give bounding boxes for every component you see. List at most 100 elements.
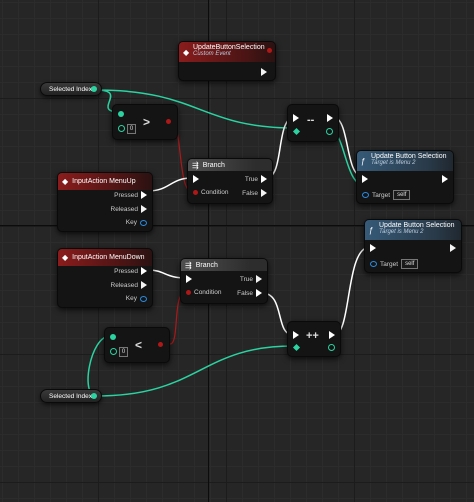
branch-bottom-header: ⇶ Branch — [181, 259, 267, 271]
less-b-value[interactable]: 0 — [119, 347, 128, 357]
input-up-released-label: Released — [110, 205, 138, 213]
decrement-out-pin[interactable] — [326, 128, 333, 135]
event-exec-out-pin[interactable] — [261, 68, 267, 76]
branch-node-bottom[interactable]: ⇶ Branch True Condition False — [180, 258, 268, 304]
decrement-exec-in-pin[interactable] — [293, 114, 299, 122]
input-down-pressed-pin[interactable] — [141, 267, 147, 275]
call-top-exec-out-pin[interactable] — [442, 175, 448, 183]
call-bottom-exec-in-pin[interactable] — [370, 244, 376, 252]
increment-operator: ++ — [306, 330, 319, 342]
decrement-node[interactable]: -- — [287, 104, 339, 142]
input-down-key-row: Key — [126, 295, 147, 302]
input-action-menuup-node[interactable]: ◆ InputAction MenuUp Pressed Released Ke… — [57, 172, 153, 232]
increment-exec-out-pin[interactable] — [329, 331, 335, 339]
branch-top-exec-in-pin[interactable] — [193, 175, 199, 183]
call-bottom-self-value[interactable]: self — [401, 259, 419, 269]
custom-event-title: UpdateButtonSelection — [193, 44, 265, 51]
input-up-title: InputAction MenuUp — [72, 178, 136, 185]
branch-top-true-pin[interactable] — [261, 175, 267, 183]
input-down-released-pin[interactable] — [141, 281, 147, 289]
less-in-b-pin[interactable] — [110, 348, 117, 355]
branch-top-false-pin[interactable] — [261, 189, 267, 197]
call-top-exec-in-pin[interactable] — [362, 175, 368, 183]
branch-bottom-condition-pin[interactable] — [186, 290, 191, 295]
input-up-header: ◆ InputAction MenuUp — [58, 173, 152, 190]
call-bottom-exec-out-pin[interactable] — [450, 244, 456, 252]
branch-bottom-exec-in-pin[interactable] — [186, 275, 192, 283]
branch-top-condition-pin[interactable] — [193, 190, 198, 195]
input-up-key-pin[interactable] — [140, 219, 147, 226]
input-down-pressed-row: Pressed — [114, 267, 147, 275]
branch-top-title: Branch — [202, 161, 225, 169]
call-bottom-header: ƒ Update Button Selection Target is Menu… — [365, 220, 461, 240]
increment-in-pin[interactable] — [292, 343, 301, 352]
custom-event-node[interactable]: ◆ UpdateButtonSelection Custom Event — [178, 41, 276, 81]
custom-event-subtitle: Custom Event — [193, 51, 231, 57]
selected-index-out-pin[interactable] — [91, 86, 97, 92]
call-top-target-label: Target — [372, 191, 391, 199]
call-bottom-target-label: Target — [380, 260, 399, 268]
branch-top-true-row: True — [245, 175, 267, 183]
increment-exec-in-pin[interactable] — [293, 331, 299, 339]
input-up-key-row: Key — [126, 219, 147, 226]
call-bottom-title: Update Button Selection — [379, 222, 455, 229]
selected-index-var-bottom[interactable]: Selected Index — [40, 389, 102, 403]
less-in-a-pin[interactable] — [110, 334, 116, 340]
branch-bottom-condition-row: Condition — [186, 289, 221, 296]
greater-in-b-pin[interactable] — [118, 125, 125, 132]
input-down-key-pin[interactable] — [140, 295, 147, 302]
branch-bottom-true-pin[interactable] — [256, 275, 262, 283]
grid-axis-vertical — [208, 0, 209, 502]
call-top-target-pin[interactable] — [362, 192, 369, 198]
call-update-button-top[interactable]: ƒ Update Button Selection Target is Menu… — [356, 150, 454, 204]
function-icon: ƒ — [369, 225, 374, 235]
branch-top-false-row: False — [242, 189, 267, 197]
greater-out-pin[interactable] — [166, 119, 171, 124]
input-down-header: ◆ InputAction MenuDown — [58, 249, 152, 266]
input-down-key-label: Key — [125, 295, 137, 302]
grid-axis-horizontal — [0, 225, 474, 226]
event-icon: ◆ — [62, 177, 69, 186]
input-up-pressed-label: Pressed — [114, 191, 138, 199]
compare-greater-node[interactable]: 0 > — [112, 104, 178, 140]
input-up-pressed-pin[interactable] — [141, 191, 147, 199]
selected-index-label: Selected Index — [49, 392, 93, 400]
increment-node[interactable]: ++ — [287, 321, 341, 357]
input-up-released-pin[interactable] — [141, 205, 147, 213]
branch-icon: ⇶ — [185, 260, 192, 270]
call-bottom-target-row: Target self — [370, 259, 419, 269]
call-bottom-subtitle: Target is Menu 2 — [379, 229, 424, 235]
call-top-header: ƒ Update Button Selection Target is Menu… — [357, 151, 453, 171]
custom-event-header: ◆ UpdateButtonSelection Custom Event — [179, 42, 275, 62]
branch-top-false-label: False — [242, 189, 258, 197]
input-action-menudown-node[interactable]: ◆ InputAction MenuDown Pressed Released … — [57, 248, 153, 308]
compare-less-node[interactable]: 0 < — [104, 327, 170, 363]
decrement-in-pin[interactable] — [292, 127, 301, 136]
increment-out-pin[interactable] — [328, 344, 335, 351]
branch-top-condition-row: Condition — [193, 189, 228, 196]
call-top-subtitle: Target is Menu 2 — [371, 160, 416, 166]
input-up-pressed-row: Pressed — [114, 191, 147, 199]
branch-bottom-title: Branch — [195, 261, 218, 269]
selected-index-var-top[interactable]: Selected Index — [40, 82, 102, 96]
call-bottom-target-pin[interactable] — [370, 261, 377, 267]
input-down-pressed-label: Pressed — [114, 267, 138, 275]
selected-index-out-pin[interactable] — [91, 393, 97, 399]
less-operator: < — [135, 338, 143, 352]
decrement-exec-out-pin[interactable] — [327, 114, 333, 122]
selected-index-label: Selected Index — [49, 85, 93, 93]
branch-bottom-false-pin[interactable] — [256, 289, 262, 297]
call-top-self-value[interactable]: self — [393, 190, 411, 200]
greater-operator: > — [143, 115, 151, 129]
branch-node-top[interactable]: ⇶ Branch True Condition False — [187, 158, 273, 204]
greater-b-value[interactable]: 0 — [127, 124, 136, 134]
call-update-button-bottom[interactable]: ƒ Update Button Selection Target is Menu… — [364, 219, 462, 273]
function-icon: ƒ — [361, 156, 366, 166]
branch-bottom-false-label: False — [237, 289, 253, 297]
less-out-pin[interactable] — [158, 342, 163, 347]
branch-top-header: ⇶ Branch — [188, 159, 272, 171]
wire-up-to-branch — [147, 177, 193, 192]
delegate-pin[interactable] — [267, 48, 272, 53]
decrement-operator: -- — [307, 114, 315, 126]
greater-in-a-pin[interactable] — [118, 111, 124, 117]
